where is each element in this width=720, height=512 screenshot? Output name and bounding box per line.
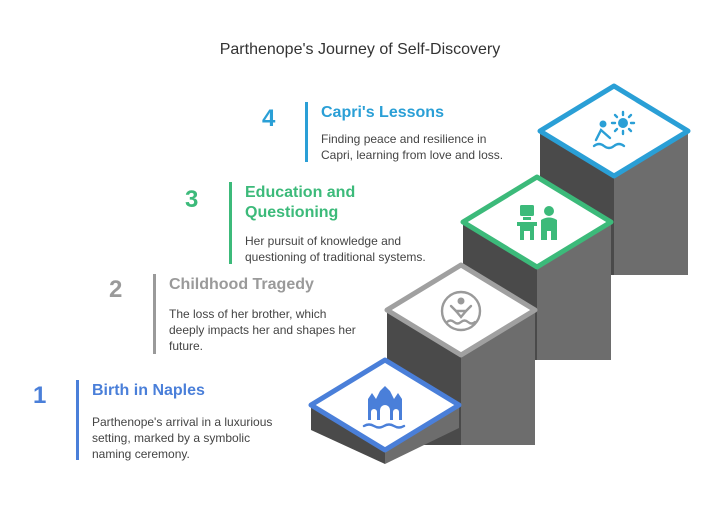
step-accent-bar <box>305 102 308 162</box>
desc-line: questioning of traditional systems. <box>245 250 426 264</box>
step-accent-bar <box>76 380 79 460</box>
desc-line: setting, marked by a symbolic <box>92 431 251 445</box>
desc-line: Finding peace and resilience in <box>321 132 487 146</box>
heading-line: Capri's Lessons <box>321 104 444 121</box>
step-heading: Education and Questioning <box>245 183 355 223</box>
desc-line: deeply impacts her and shapes her <box>169 323 356 337</box>
desc-line: Capri, learning from love and loss. <box>321 148 504 162</box>
desc-line: naming ceremony. <box>92 447 190 461</box>
student-teacher-icon <box>517 205 557 240</box>
step-number: 3 <box>185 186 199 213</box>
step-number: 4 <box>262 105 276 132</box>
step-number: 2 <box>109 276 123 303</box>
step-heading: Childhood Tragedy <box>169 275 314 295</box>
desc-line: future. <box>169 339 204 353</box>
step-number: 1 <box>33 382 47 409</box>
step-description: The loss of her brother, which deeply im… <box>169 306 356 354</box>
step-description: Parthenope's arrival in a luxurious sett… <box>92 414 272 462</box>
heading-line: Childhood Tragedy <box>169 276 314 293</box>
palace-bridge-icon <box>362 386 406 429</box>
desc-line: The loss of her brother, which <box>169 307 327 321</box>
step-heading: Capri's Lessons <box>321 103 444 123</box>
page-title: Parthenope's Journey of Self-Discovery <box>219 41 501 58</box>
step-description: Finding peace and resilience in Capri, l… <box>321 131 503 163</box>
heading-line: Birth in Naples <box>92 382 205 399</box>
heading-line: Questioning <box>245 204 339 221</box>
step-heading: Birth in Naples <box>92 381 205 401</box>
desc-line: Her pursuit of knowledge and <box>245 234 402 248</box>
step-accent-bar <box>229 182 232 264</box>
heading-line: Education and <box>245 184 356 201</box>
swimmer-icon <box>440 290 482 332</box>
step-accent-bar <box>153 274 156 354</box>
step-description: Her pursuit of knowledge and questioning… <box>245 233 426 265</box>
beach-sun-icon <box>592 110 636 150</box>
desc-line: Parthenope's arrival in a luxurious <box>92 415 273 429</box>
